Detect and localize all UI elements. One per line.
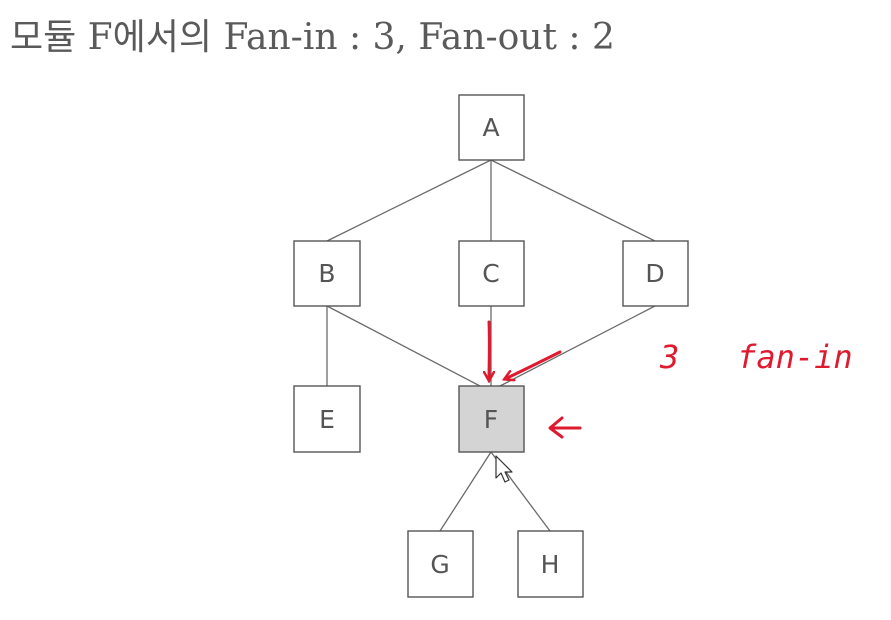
handwritten-annotation: 3 fan-in xyxy=(489,320,853,439)
node-h-label: H xyxy=(541,550,560,579)
node-c-label: C xyxy=(482,259,499,288)
node-f: F xyxy=(458,385,525,453)
pointer-arrow-icon xyxy=(548,416,582,439)
node-e-label: E xyxy=(319,405,335,434)
mouse-cursor-icon xyxy=(495,455,513,483)
page-title: 모듈 F에서의 Fan-in : 3, Fan-out : 2 xyxy=(10,17,615,58)
edge-a-b xyxy=(326,159,492,242)
node-b-label: B xyxy=(318,259,335,288)
edges-layer xyxy=(326,159,656,532)
edge-d-f xyxy=(499,305,656,387)
node-b: B xyxy=(293,240,361,307)
fan-in-arrow-from-d xyxy=(505,350,562,379)
node-h: H xyxy=(517,530,584,598)
fan-in-note: 3 fan-in xyxy=(659,338,853,376)
edge-a-d xyxy=(490,159,656,242)
edge-f-g xyxy=(439,451,492,532)
node-d: D xyxy=(622,240,689,307)
node-a-label: A xyxy=(482,113,499,142)
node-f-label: F xyxy=(484,405,498,434)
edge-b-f xyxy=(326,305,481,387)
node-d-label: D xyxy=(645,259,664,288)
node-e: E xyxy=(293,385,361,453)
node-g: G xyxy=(407,530,474,598)
node-g-label: G xyxy=(430,550,449,579)
node-a: A xyxy=(458,94,525,161)
node-c: C xyxy=(458,240,525,307)
